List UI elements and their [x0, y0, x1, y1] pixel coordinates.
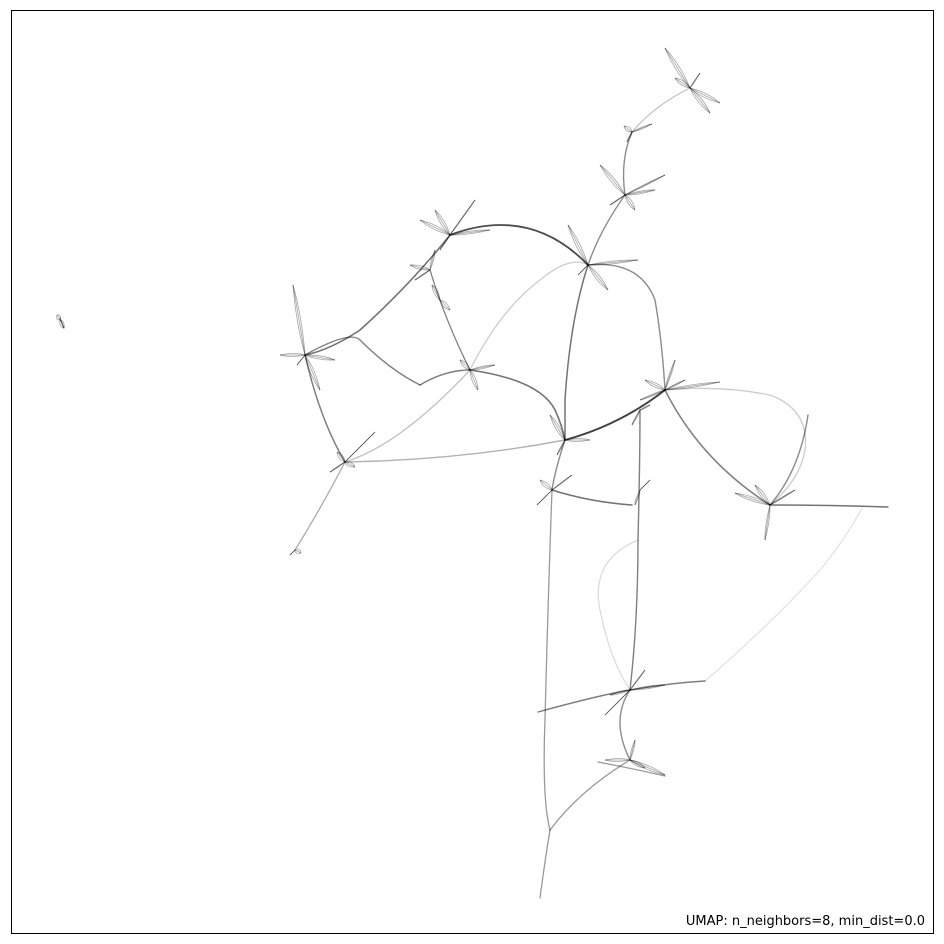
- edge-bundle-28: [537, 689, 631, 713]
- edge-bundle-31: [704, 507, 863, 682]
- edge-bundle-13: [344, 439, 566, 463]
- cluster-hub-13: [536, 474, 573, 506]
- cluster-hub-19: [56, 314, 65, 329]
- edge-bundle-32: [597, 761, 666, 777]
- plot-frame: [11, 10, 934, 934]
- edge-bundle-18: [664, 389, 771, 506]
- edge-bundle-26: [549, 759, 631, 831]
- edge-bundles: [59, 87, 889, 899]
- edge-bundle-23: [629, 409, 641, 691]
- cluster-hub-2: [599, 164, 666, 211]
- edge-bundle-9: [429, 269, 471, 371]
- edge-bundle-7: [304, 336, 421, 386]
- cluster-hub-6: [431, 284, 451, 311]
- edge-bundle-33: [59, 317, 65, 329]
- cluster-hub-10: [631, 404, 651, 426]
- edge-bundle-11: [469, 369, 566, 441]
- edge-bundle-29: [629, 680, 706, 691]
- edge-bundle-4: [304, 234, 451, 356]
- cluster-hub-8: [459, 359, 496, 391]
- cluster-hub-18: [289, 549, 302, 556]
- cluster-hub-16: [604, 669, 666, 716]
- plot-annotation: UMAP: n_neighbors=8, min_dist=0.0: [685, 914, 925, 929]
- cluster-hub-15: [734, 484, 796, 541]
- edge-bundle-1: [622, 131, 633, 196]
- edge-bundle-12: [344, 369, 471, 463]
- edge-bundle-10: [469, 261, 589, 371]
- cluster-hub-7: [279, 284, 336, 391]
- edge-bundle-8: [419, 369, 471, 386]
- cluster-hub-0: [664, 47, 721, 114]
- edge-bundle-6: [294, 461, 346, 551]
- edge-bundle-20: [769, 414, 809, 506]
- edge-bundle-19: [769, 504, 889, 508]
- cluster-hub-17: [604, 739, 666, 776]
- edge-bundle-21: [551, 439, 566, 491]
- cluster-hub-3: [419, 199, 491, 251]
- edge-bundle-16: [587, 263, 666, 391]
- edge-bundle-14: [564, 264, 589, 441]
- edge-bundle-22: [551, 489, 633, 506]
- edge-bundle-3: [449, 224, 589, 266]
- cluster-hub-12: [329, 431, 376, 473]
- edge-bundle-15: [564, 389, 666, 441]
- edge-bundle-30: [597, 539, 639, 691]
- cluster-hub-4: [567, 224, 639, 291]
- edge-bundle-0: [631, 87, 691, 133]
- cluster-hub-11: [549, 414, 591, 456]
- edge-bundle-17: [664, 387, 807, 506]
- cluster-fans: [56, 47, 796, 776]
- cluster-hub-5: [409, 249, 436, 281]
- edge-bundle-24: [543, 489, 553, 831]
- edge-bundle-27: [619, 689, 631, 761]
- edge-bundle-5: [304, 354, 346, 463]
- cluster-hub-1: [623, 123, 653, 143]
- cluster-hub-14: [634, 479, 651, 506]
- cluster-hub-9: [639, 359, 721, 401]
- edge-bundle-25: [539, 829, 551, 899]
- edge-bundle-2: [587, 194, 626, 266]
